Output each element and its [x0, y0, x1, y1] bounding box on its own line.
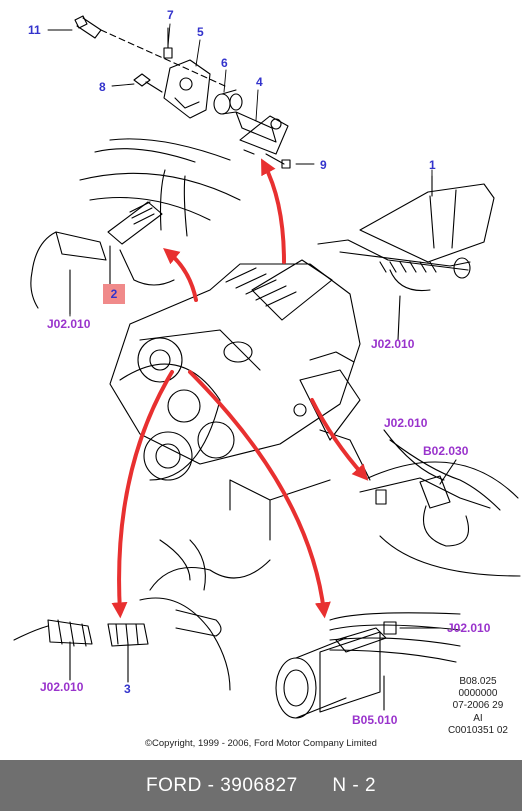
meta-line: B08.025 [459, 676, 497, 687]
bolt-9 [265, 153, 291, 169]
meta-line: AI [473, 712, 483, 724]
ref-j02-pulley: J02.010 [447, 621, 491, 635]
footer-bar: FORD - 3906827 N - 2 [0, 760, 522, 811]
meta-line: 07-2006 29 [452, 700, 504, 712]
bolt-11 [74, 15, 226, 87]
ref-b05-010: B05.010 [352, 713, 398, 727]
meta-line: 0000000 [458, 688, 498, 700]
callout-11: 11 [28, 23, 41, 37]
sensor-3-detail [13, 539, 271, 691]
footer-part-number: 3906827 [220, 775, 298, 796]
leader-lines [47, 23, 433, 317]
ref-j02-sensor-2: J02.010 [47, 317, 91, 331]
ref-j02-sensor-3: J02.010 [40, 680, 84, 694]
red-arrows [111, 158, 369, 619]
bolt-8 [133, 73, 163, 93]
sensor-b05-detail [275, 612, 461, 719]
callout-9: 9 [320, 158, 327, 172]
sensor-2-detail [30, 138, 241, 315]
callout-5: 5 [197, 25, 204, 39]
arrow-to-pulley-b05 [188, 370, 331, 619]
callout-1: 1 [429, 158, 436, 172]
ref-j02-throttle: J02.010 [371, 337, 415, 351]
footer-brand: FORD [145, 775, 202, 796]
drawing-reference-block: B08.025 0000000 07-2006 29 AI C0010351 0… [448, 676, 508, 737]
callout-4: 4 [256, 75, 263, 89]
actuator-4 [235, 111, 289, 155]
bushing-6 [213, 89, 243, 115]
callout-3: 3 [124, 682, 131, 696]
ref-b02-030: B02.030 [423, 444, 469, 458]
sensor-b02-detail [359, 429, 521, 577]
callout-6: 6 [221, 56, 228, 70]
arrow-to-sensor-2 [163, 247, 198, 302]
copyright-notice: ©Copyright, 1999 - 2006, Ford Motor Comp… [145, 738, 377, 749]
arrow-to-sensor-3 [111, 370, 174, 619]
engine-block [109, 259, 371, 541]
arrow-to-actuator [261, 158, 286, 264]
callout-8: 8 [99, 80, 106, 94]
exploded-parts-diagram [13, 15, 521, 719]
meta-line: C0010351 02 [447, 724, 508, 736]
arrow-to-connector-b02 [310, 398, 369, 481]
throttle-assembly-1 [317, 175, 495, 341]
footer-page: N - 2 [332, 775, 377, 796]
callout-7: 7 [167, 8, 174, 22]
callout-2-highlight: 2 [103, 284, 125, 304]
ref-j02-connector: J02.010 [384, 416, 428, 430]
bracket-5 [163, 59, 211, 119]
